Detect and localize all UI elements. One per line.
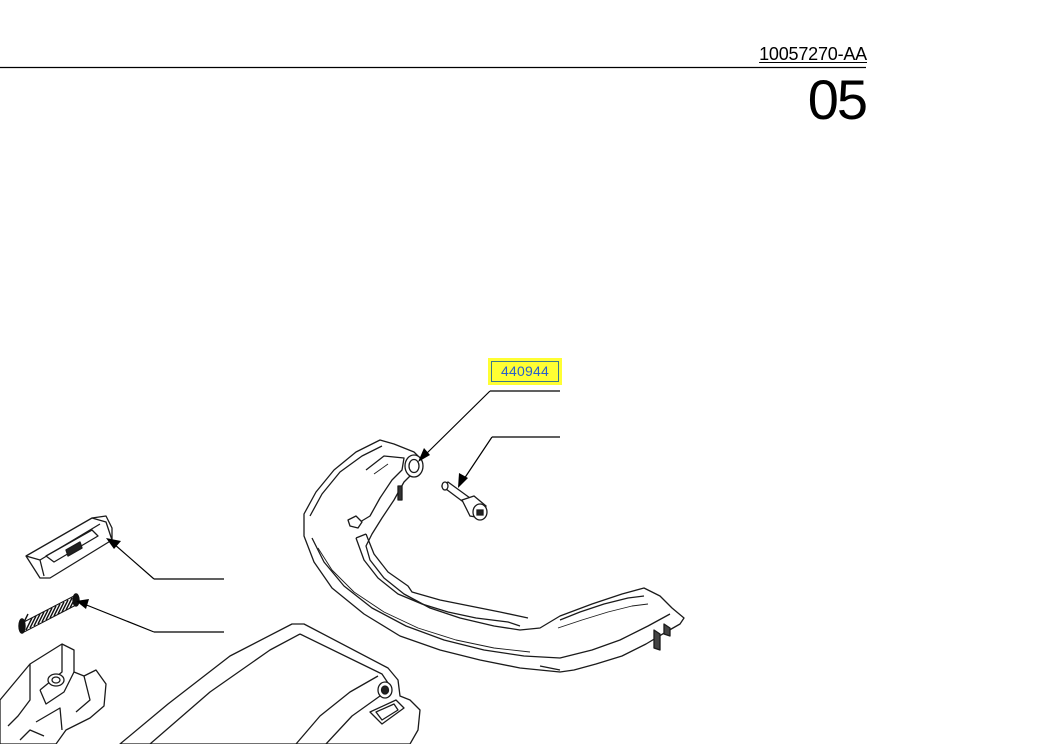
leader-screw <box>461 436 493 483</box>
part-number-callout-440944[interactable]: 440944 <box>488 358 562 385</box>
leader-slider <box>113 543 155 580</box>
leader-lines <box>83 390 560 633</box>
arrowhead-slider <box>106 538 121 549</box>
leader-arrowheads <box>76 448 468 609</box>
document-number: 10057270-AA <box>759 44 867 64</box>
curved-guard-rail <box>303 439 685 673</box>
leader-440944 <box>423 390 491 457</box>
housing-body <box>119 623 421 744</box>
arrowhead-440944 <box>418 448 430 462</box>
socket-head-screw <box>440 481 488 521</box>
leader-spring <box>83 603 155 633</box>
arrowhead-screw <box>458 473 468 488</box>
arrowhead-spring <box>76 599 89 609</box>
page-number: 05 <box>807 68 868 131</box>
bracket-base <box>0 643 107 744</box>
slider-block <box>25 515 113 579</box>
compression-spring <box>18 593 80 634</box>
part-number-text[interactable]: 440944 <box>491 361 559 382</box>
